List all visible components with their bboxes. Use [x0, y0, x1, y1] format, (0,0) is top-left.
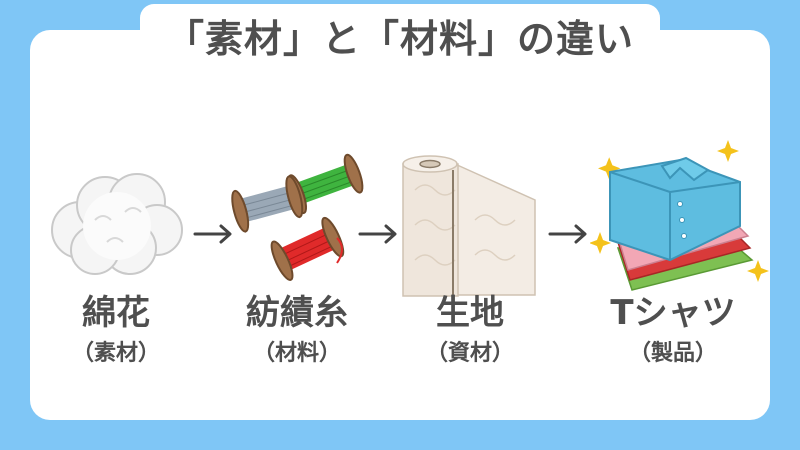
step-label-cotton: 綿花 — [82, 293, 150, 333]
step-label-tshirt: Tシャツ — [610, 293, 736, 333]
page-title: 「素材」と「材料」の違い — [165, 17, 634, 61]
arrow-right-icon — [358, 224, 397, 244]
folded-shirts-icon — [590, 140, 769, 291]
step-sublabel-fabric: （資材） — [425, 341, 514, 366]
title-backdrop — [140, 4, 660, 64]
step-label-spun-yarn: 紡績糸 — [246, 293, 348, 333]
thread-spools-icon — [231, 153, 364, 281]
arrow-right-icon — [193, 224, 232, 244]
step-sublabel-spun-yarn: （材料） — [252, 341, 341, 366]
cotton-icon — [51, 173, 183, 275]
step-sublabel-cotton: （素材） — [71, 341, 160, 366]
step-label-fabric: 生地 — [436, 293, 504, 333]
fabric-roll-icon — [402, 155, 536, 297]
arrow-right-icon — [548, 224, 587, 244]
step-sublabel-tshirt: （製品） — [628, 341, 717, 366]
